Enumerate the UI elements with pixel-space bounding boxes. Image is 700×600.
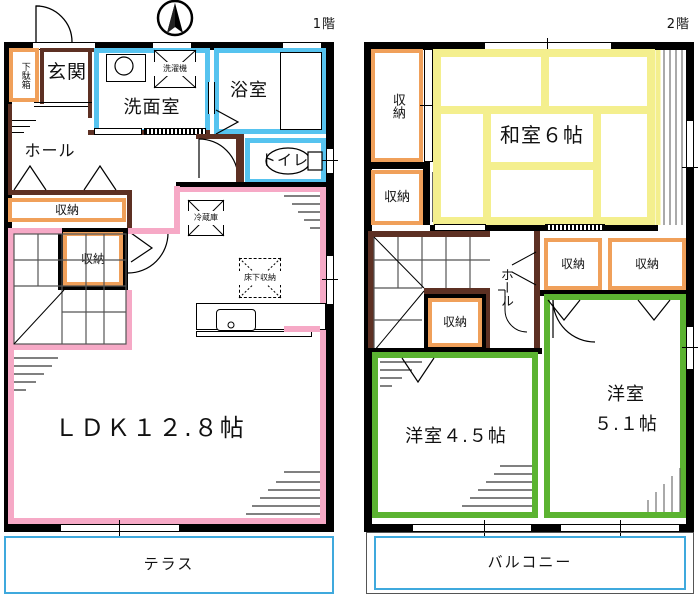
f1-hall-hatch2 — [12, 126, 30, 127]
f1-toilet-window — [326, 148, 334, 174]
f1-underfloor-storage — [239, 258, 281, 298]
f2-yoshitsu45-slidingdoor — [412, 524, 532, 532]
f1-kitchen-side-pink — [284, 326, 320, 332]
f1-toilet-left-wall — [236, 138, 241, 184]
f2-yoshitsu45-slidingdoor-tick — [484, 520, 485, 536]
f2-closet-east — [608, 238, 686, 290]
f2-yoshitsu45-wall-right — [532, 352, 538, 518]
f2-stairwell-wall-mid — [424, 288, 490, 294]
f1-hall-wall-right — [88, 104, 92, 118]
f2-window-top-tick — [547, 38, 548, 54]
f2-yoshitsu45-wall-bottom — [372, 512, 538, 518]
f1-ldk-wall-step — [174, 186, 180, 234]
f2-closet-stair — [428, 298, 482, 347]
f2-hall-label: ホール — [497, 267, 513, 307]
f1-bathtub — [280, 52, 322, 130]
f2-stairwell-wall-top — [368, 231, 490, 237]
f2-yoshitsu51-window-east-tick — [682, 347, 698, 348]
f2-closet-nw-base — [364, 162, 430, 169]
f1-ldk-wall-top-right — [180, 186, 326, 192]
f2-closet-east-base — [602, 290, 694, 296]
f2-washitsu-door-dotted — [545, 224, 605, 231]
f1-ldk-wall-right — [320, 186, 326, 524]
f2-closet-nw-tall — [371, 49, 423, 162]
f2-hall-wall-right — [534, 231, 540, 351]
f1-washbasin — [106, 54, 146, 82]
f2-yoshitsu45-label: 洋室４.５帖 — [405, 425, 507, 447]
f1-closet-wide-wall-top — [8, 190, 132, 195]
f1-genkan-wall-left — [40, 48, 44, 104]
f2-closet-w-low-right — [423, 169, 430, 225]
f2-window-east-tick — [682, 167, 698, 168]
f2-fusuma-left-tick — [420, 105, 437, 106]
f1-ldk-wall-stairs-right — [126, 290, 132, 350]
f1-getabako — [9, 48, 39, 102]
f1-kitchen-sink — [216, 309, 256, 331]
f1-genkan-wall-top — [40, 48, 98, 52]
f1-refrigerator — [188, 200, 224, 236]
f2-stairwell-wall-left — [368, 231, 374, 351]
f2-yoshitsu51-label-b: ５.１帖 — [594, 413, 658, 435]
f1-ldk-label: ＬＤＫ１２.８帖 — [54, 414, 246, 443]
f2-washitsu-wall-bottom — [430, 225, 658, 231]
f1-corridor-wall-v — [239, 134, 244, 182]
f1-closet-hall-wide — [8, 198, 126, 222]
f1-hall-hatch1 — [12, 120, 36, 121]
f1-ldk-wall-stairs-bottom — [8, 344, 132, 350]
f1-toilet-window-tick — [322, 160, 338, 161]
f2-yoshitsu51-wall-right — [680, 294, 686, 518]
f2-washitsu-door-bottom — [434, 224, 486, 231]
f2-yoshitsu51-wall-top — [544, 294, 686, 300]
f2-yoshitsu45-wall-top — [368, 348, 542, 354]
f1-hall-label: ホール — [24, 140, 76, 160]
f2-yoshitsu51-window-east — [686, 326, 694, 370]
f2-yoshitsu45-wall-left — [372, 352, 378, 518]
f1-ldk-wall-left — [8, 232, 14, 524]
f1-corridor-wall — [196, 134, 244, 139]
f1-senmen-door-dotted — [144, 128, 206, 135]
f1-hall-wall-left — [8, 104, 12, 194]
f2-yoshitsu51-wall-left — [544, 294, 550, 518]
f1-genkan-label: 玄関 — [46, 61, 87, 84]
f1-hall-hatch3 — [12, 132, 24, 133]
f1-closet-wide-wall-right — [127, 190, 132, 232]
f1-senmen-door-sliding — [94, 128, 142, 135]
f1-closet-hall-small — [63, 232, 123, 286]
f1-bath-door-gap — [208, 82, 215, 114]
f1-ldk-window-right — [326, 255, 334, 305]
f1-ldk-slidingdoor-tick — [119, 520, 120, 536]
f1-washing-machine — [154, 50, 196, 88]
f1-terrace — [4, 536, 334, 594]
f2-wall-right — [686, 42, 694, 532]
f1-kitchen-front — [196, 331, 312, 337]
f2-window-east-upper — [686, 120, 694, 168]
floor2-tag: 2階 — [666, 17, 690, 33]
f1-ldk-wall-mid — [128, 228, 180, 234]
f1-ldk-wall-stairs-top — [8, 228, 62, 234]
f2-washitsu — [433, 49, 655, 225]
f2-closet-mid — [544, 238, 602, 290]
f1-ldk-wall-top-right-blk — [176, 182, 326, 187]
f2-balcony-outline — [366, 532, 694, 594]
f2-closet-mid-base — [540, 290, 604, 296]
f2-yoshitsu45-wall-top-g — [372, 352, 538, 358]
f1-genkan-wall-right — [88, 48, 92, 104]
f2-balcony — [374, 536, 686, 590]
floor1-tag: 1階 — [312, 17, 336, 33]
f2-stairwell-wall-right — [484, 288, 490, 351]
f2-closet-w-low — [371, 170, 423, 225]
f1-genkan-step2 — [34, 106, 92, 107]
f1-toilet — [245, 138, 326, 184]
f1-ldk-wall-bottom — [8, 518, 326, 524]
f2-yoshitsu51-wall-bottom — [544, 512, 686, 518]
f2-yoshitsu51-label-a: 洋室 — [607, 383, 645, 405]
f1-ldk-slidingdoor — [60, 524, 180, 532]
f2-yoshitsu51-slidingdoor-tick — [620, 520, 621, 536]
f1-genkan-step — [34, 102, 92, 103]
f1-ldk-window-right-tick — [322, 279, 338, 280]
